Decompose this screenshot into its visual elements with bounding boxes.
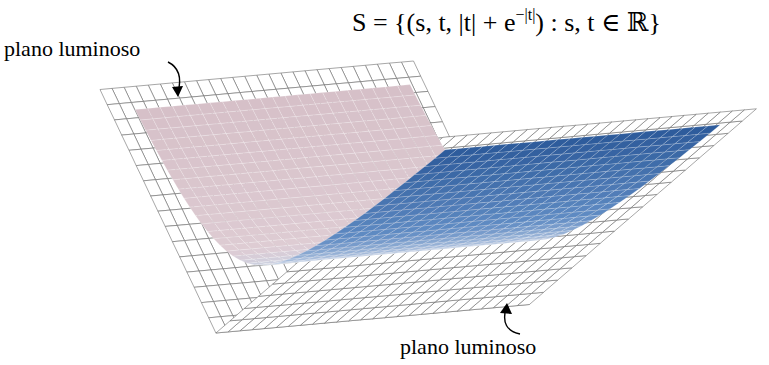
surface-cell xyxy=(178,188,196,198)
surface-cell xyxy=(173,179,191,190)
surface-cell xyxy=(375,197,398,206)
surface-cell xyxy=(146,129,164,140)
surface-cell xyxy=(202,223,221,232)
plane-cell xyxy=(180,256,199,272)
plane-cell xyxy=(230,307,256,320)
plane-cell xyxy=(129,149,148,165)
surface-cell xyxy=(385,190,408,199)
surface-cell xyxy=(405,174,428,183)
light-planes xyxy=(100,61,756,333)
formula-exponent: −|t| xyxy=(515,6,535,23)
plane-cell xyxy=(273,271,299,284)
plane-cell xyxy=(122,134,141,150)
plane-cell xyxy=(100,88,119,104)
arrow-head xyxy=(500,303,512,314)
formula: S = {(s, t, |t| + e−|t|) : s, t ∈ ℝ} xyxy=(352,6,661,38)
surface-mesh xyxy=(135,85,720,266)
arrow-head xyxy=(172,86,183,97)
formula-text: ) : s, t ∈ ℝ} xyxy=(535,8,661,37)
plane-cell xyxy=(136,165,155,181)
plane-cell xyxy=(216,320,242,333)
leader-arrows xyxy=(168,62,520,334)
surface-cell xyxy=(196,215,214,224)
plane-cell xyxy=(172,241,191,257)
surface-cell xyxy=(151,139,169,150)
plane-cell xyxy=(194,286,213,302)
surface-cell xyxy=(184,197,202,207)
plane-cell xyxy=(259,283,285,296)
plane-cell xyxy=(151,195,170,211)
plane-cell xyxy=(107,104,126,120)
surface-cell xyxy=(425,157,448,167)
surface-cell xyxy=(156,149,174,160)
plane-cell xyxy=(144,180,163,196)
plane-cell xyxy=(244,295,270,308)
plane-cell xyxy=(187,271,206,287)
surface-cell xyxy=(140,119,158,130)
surface-cell xyxy=(167,169,185,180)
surface-cell xyxy=(395,182,418,191)
surface-cell xyxy=(435,149,458,159)
surface-cell xyxy=(135,109,153,121)
plane-cell xyxy=(115,119,134,135)
formula-text: S = {(s, t, |t| + e xyxy=(352,8,515,37)
surface-cell xyxy=(190,206,208,216)
surface-cell xyxy=(208,230,227,238)
plane-cell xyxy=(165,225,184,241)
surface-cell xyxy=(162,159,180,170)
plane-cell xyxy=(158,210,177,226)
plane-label: plano luminoso xyxy=(4,36,140,62)
surface-cell xyxy=(415,165,438,174)
plane-label: plano luminoso xyxy=(400,334,536,360)
surface-cell xyxy=(214,238,233,246)
plane-cell xyxy=(201,302,220,318)
